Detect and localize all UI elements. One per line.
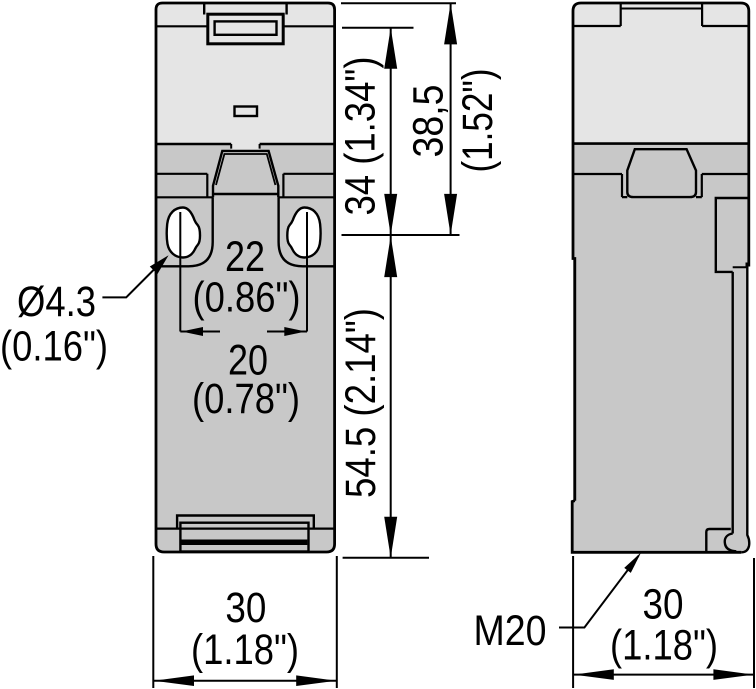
svg-text:22: 22 xyxy=(225,233,265,281)
svg-text:34 (1.34"): 34 (1.34") xyxy=(337,57,385,216)
svg-text:(1.18"): (1.18") xyxy=(610,622,718,670)
svg-text:54.5 (2.14"): 54.5 (2.14") xyxy=(337,308,385,498)
svg-text:20: 20 xyxy=(228,337,268,385)
svg-text:(0.16"): (0.16") xyxy=(0,323,108,371)
svg-text:Ø4.3: Ø4.3 xyxy=(17,278,96,326)
svg-text:(0.78"): (0.78") xyxy=(192,375,300,423)
svg-text:(0.86"): (0.86") xyxy=(193,274,301,322)
svg-text:M20: M20 xyxy=(474,607,547,655)
svg-text:38,5: 38,5 xyxy=(405,85,453,158)
svg-text:30: 30 xyxy=(643,581,684,629)
svg-text:(1.18"): (1.18") xyxy=(191,626,299,674)
svg-text:30: 30 xyxy=(225,584,266,632)
svg-text:(1.52"): (1.52") xyxy=(454,69,502,173)
